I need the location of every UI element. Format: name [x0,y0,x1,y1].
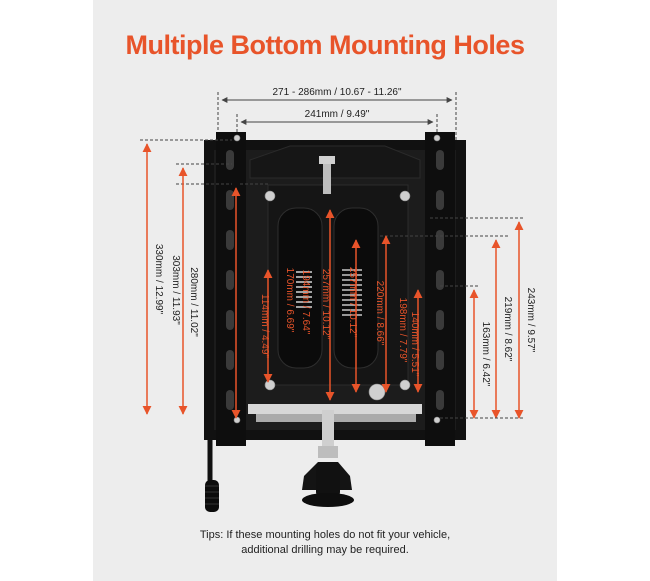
tips-note: Tips: If these mounting holes do not fit… [93,528,557,558]
dim-114-label: 114mm / 4.49" [259,294,270,358]
right-dimension-lines [440,221,524,419]
reference-lines [140,139,524,287]
left-dimension-lines [142,143,423,419]
dim-163-label: 163mm / 6.42" [480,322,491,387]
dim-303-label: 303mm / 11.93" [170,255,181,325]
dim-140-label: 140mm / 5.51" [409,312,420,377]
dim-243-label: 243mm / 9.57" [525,288,536,353]
dim-219-label: 219mm / 8.62" [502,297,513,362]
dim-194-label: 194mm / 7.64" [300,270,311,335]
dim-257-label: 257mm / 10.12" [320,269,331,340]
dim-330-label: 330mm / 12.99" [153,244,164,315]
dim-257b-label: 257mm / 10.12" [347,267,358,338]
dim-280-label: 280mm / 11.02" [188,267,199,337]
seat-mount-frame [204,132,466,512]
dim-220-label: 220mm / 8.66" [374,281,385,346]
tips-line-1: Tips: If these mounting holes do not fit… [199,529,451,541]
dim-170-label: 170mm / 6.69" [284,268,295,333]
outer-width-label: 271 - 286mm / 10.67 - 11.26" [273,87,402,98]
dim-198-label: 198mm / 7.79" [397,298,408,363]
inner-width-label: 241mm / 9.49" [305,109,370,120]
tips-line-2: additional drilling may be required. [241,544,409,556]
page-title: Multiple Bottom Mounting Holes [125,30,525,60]
